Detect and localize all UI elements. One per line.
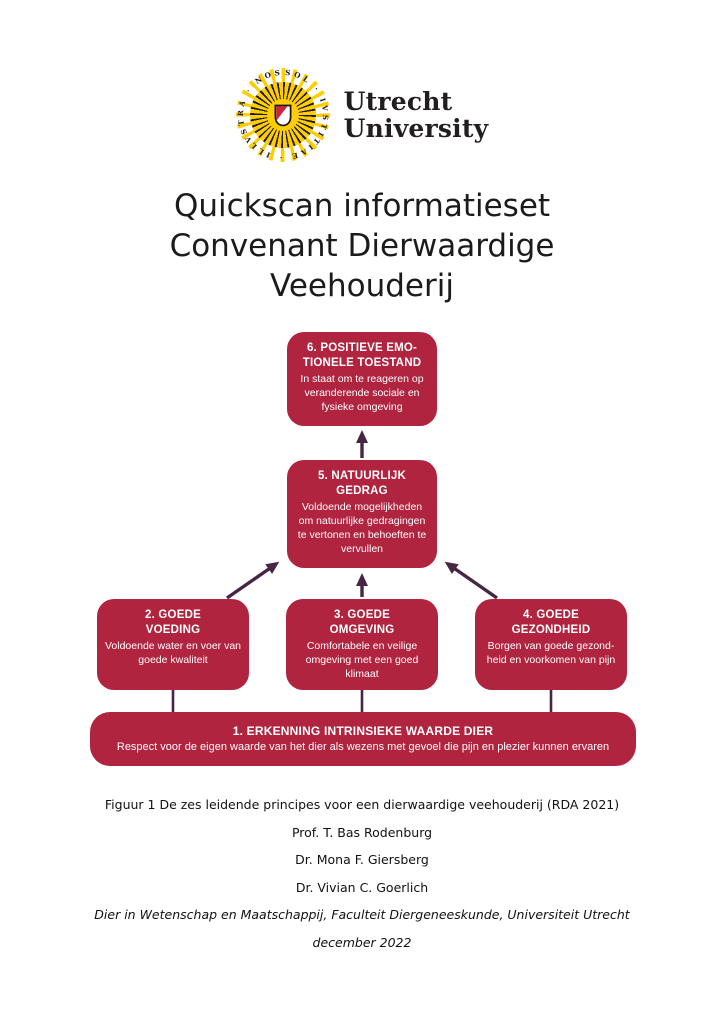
principle-box-1-heading: 1. ERKENNING INTRINSIEKE WAARDE DIER — [232, 724, 494, 739]
figure-caption: Figuur 1 De zes leidende principes voor … — [104, 797, 620, 812]
author-2: Dr. Mona F. Giersberg — [295, 852, 429, 867]
affiliation: Dier in Wetenschap en Maatschappij, Facu… — [94, 907, 630, 922]
logo-wordmark-line2: University — [343, 114, 489, 143]
principle-box-4: 4. GOEDE GEZONDHEID Borgen van goede gez… — [475, 599, 627, 690]
principle-box-1: 1. ERKENNING INTRINSIEKE WAARDE DIER Res… — [90, 712, 636, 766]
logo-shield-icon — [274, 104, 292, 127]
logo-wordmark-line1: Utrecht — [343, 87, 453, 116]
diagram-connectors — [171, 430, 553, 715]
principle-box-5: 5. NATUURLIJK GEDRAG Voldoende mogelijkh… — [287, 460, 437, 568]
principle-box-2-heading: 2. GOEDE VOEDING — [145, 609, 201, 636]
arrow-voeding-to-gedrag — [226, 561, 280, 600]
title-line-3: Veehouderij — [270, 268, 454, 304]
principle-box-6-heading: 6. POSITIEVE EMO- TIONELE TOESTAND — [302, 342, 422, 369]
principle-box-6-body: In staat om te reageren op veranderende … — [300, 373, 424, 413]
principle-box-5-heading: 5. NATUURLIJK GEDRAG — [317, 470, 406, 497]
publication-date: december 2022 — [312, 934, 412, 950]
page-title: Quickscan informatieset Convenant Dierwa… — [0, 186, 724, 306]
principle-box-3: 3. GOEDE OMGEVING Comfortabele en veilig… — [286, 599, 438, 690]
arrow-gezondheid-to-gedrag — [444, 561, 498, 600]
principle-box-3-body: Comfortabele en veilige omgeving met een… — [305, 640, 419, 680]
principle-box-5-body: Voldoende mogelijkheden om natuurlijke g… — [297, 501, 427, 555]
principle-box-2: 2. GOEDE VOEDING Voldoende water en voer… — [97, 599, 249, 690]
principle-box-3-heading: 3. GOEDE OMGEVING — [329, 609, 395, 636]
principles-diagram: 6. POSITIEVE EMO- TIONELE TOESTAND In st… — [0, 325, 724, 780]
title-line-1: Quickscan informatieset — [173, 188, 551, 224]
title-line-2: Convenant Dierwaardige — [169, 228, 555, 264]
logo-sun-icon: SOL · IVSTITIAE · ILLVSTRA · NOS · — [235, 68, 330, 162]
logo-wordmark: Utrecht University — [344, 88, 489, 142]
principle-box-1-body: Respect voor de eigen waarde van het die… — [116, 740, 610, 753]
credits-block: Figuur 1 De zes leidende principes voor … — [0, 797, 724, 962]
principle-box-2-body: Voldoende water en voer van goede kwalit… — [105, 640, 242, 666]
principle-box-4-body: Borgen van goede gezond-heid en voorkome… — [486, 640, 616, 666]
university-logo: SOL · IVSTITIAE · ILLVSTRA · NOS · Utrec… — [0, 68, 724, 162]
principle-box-4-heading: 4. GOEDE GEZONDHEID — [511, 609, 591, 636]
principle-box-6: 6. POSITIEVE EMO- TIONELE TOESTAND In st… — [287, 332, 437, 426]
author-1: Prof. T. Bas Rodenburg — [291, 824, 433, 840]
author-3: Dr. Vivian C. Goerlich — [295, 879, 429, 895]
